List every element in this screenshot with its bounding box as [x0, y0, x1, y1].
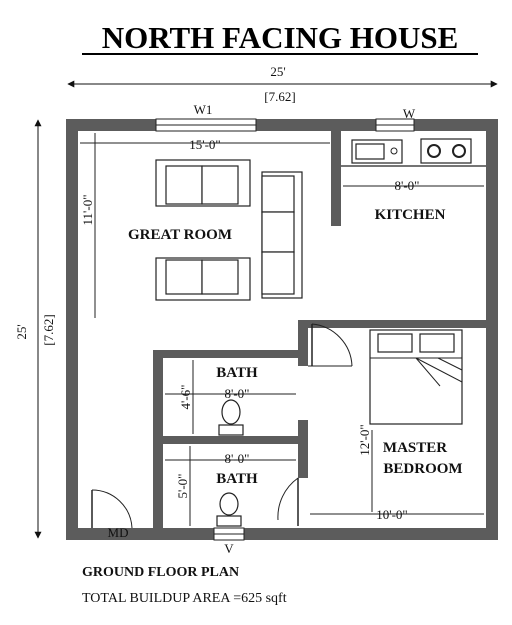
bath-door[interactable] — [277, 477, 299, 526]
bedroom-door[interactable] — [308, 323, 353, 367]
top-dimension-meters: [7.62] — [264, 89, 295, 104]
left-dimension-feet: 25' — [14, 324, 29, 339]
upper-bath-label: BATH — [216, 365, 258, 381]
window-w1 — [155, 118, 257, 132]
window-w-label: W — [403, 106, 416, 121]
bedroom-label-line2: BEDROOM — [383, 461, 462, 477]
left-dimension-meters: [7.62] — [41, 314, 56, 345]
sofa-bottom — [155, 257, 251, 301]
total-area-caption: TOTAL BUILDUP AREA =625 sqft — [82, 591, 287, 606]
sofa-top — [155, 159, 251, 207]
great-room-width: 15'-0" — [189, 137, 220, 152]
lower-toilet-icon — [216, 492, 242, 527]
main-door[interactable] — [91, 489, 133, 529]
outer-walls — [66, 119, 498, 540]
kitchen-label: KITCHEN — [375, 207, 446, 223]
sofa-right — [261, 171, 303, 299]
upper-bath-height: 4'-6" — [178, 385, 193, 410]
lower-bath-height: 5'-0" — [175, 474, 190, 499]
main-door-label: MD — [108, 525, 129, 540]
interior-walls — [153, 131, 486, 528]
window-w1-label: W1 — [194, 102, 213, 117]
bed-icon — [369, 329, 463, 425]
bedroom-label-line1: MASTER — [383, 440, 447, 456]
upper-bath-width: 8'-0" — [225, 386, 250, 401]
kitchen-sink-icon — [351, 139, 403, 164]
bedroom-width: 10'-0" — [376, 507, 407, 522]
kitchen-width: 8'-0" — [395, 178, 420, 193]
ventilator-v-label: V — [224, 541, 234, 556]
ground-floor-plan-caption: GROUND FLOOR PLAN — [82, 565, 239, 580]
upper-toilet-icon — [218, 399, 244, 436]
gas-stove-icon — [420, 138, 472, 164]
top-dimension-feet: 25' — [270, 64, 285, 79]
great-room-label: GREAT ROOM — [128, 227, 232, 243]
lower-bath-label: BATH — [216, 471, 258, 487]
lower-bath-width: 8'-0" — [225, 451, 250, 466]
great-room-height: 11'-0" — [80, 195, 95, 226]
ventilator-v — [213, 527, 245, 541]
window-w — [375, 118, 415, 132]
plan-title: NORTH FACING HOUSE — [102, 20, 459, 55]
bedroom-height: 12'-0" — [357, 424, 372, 455]
